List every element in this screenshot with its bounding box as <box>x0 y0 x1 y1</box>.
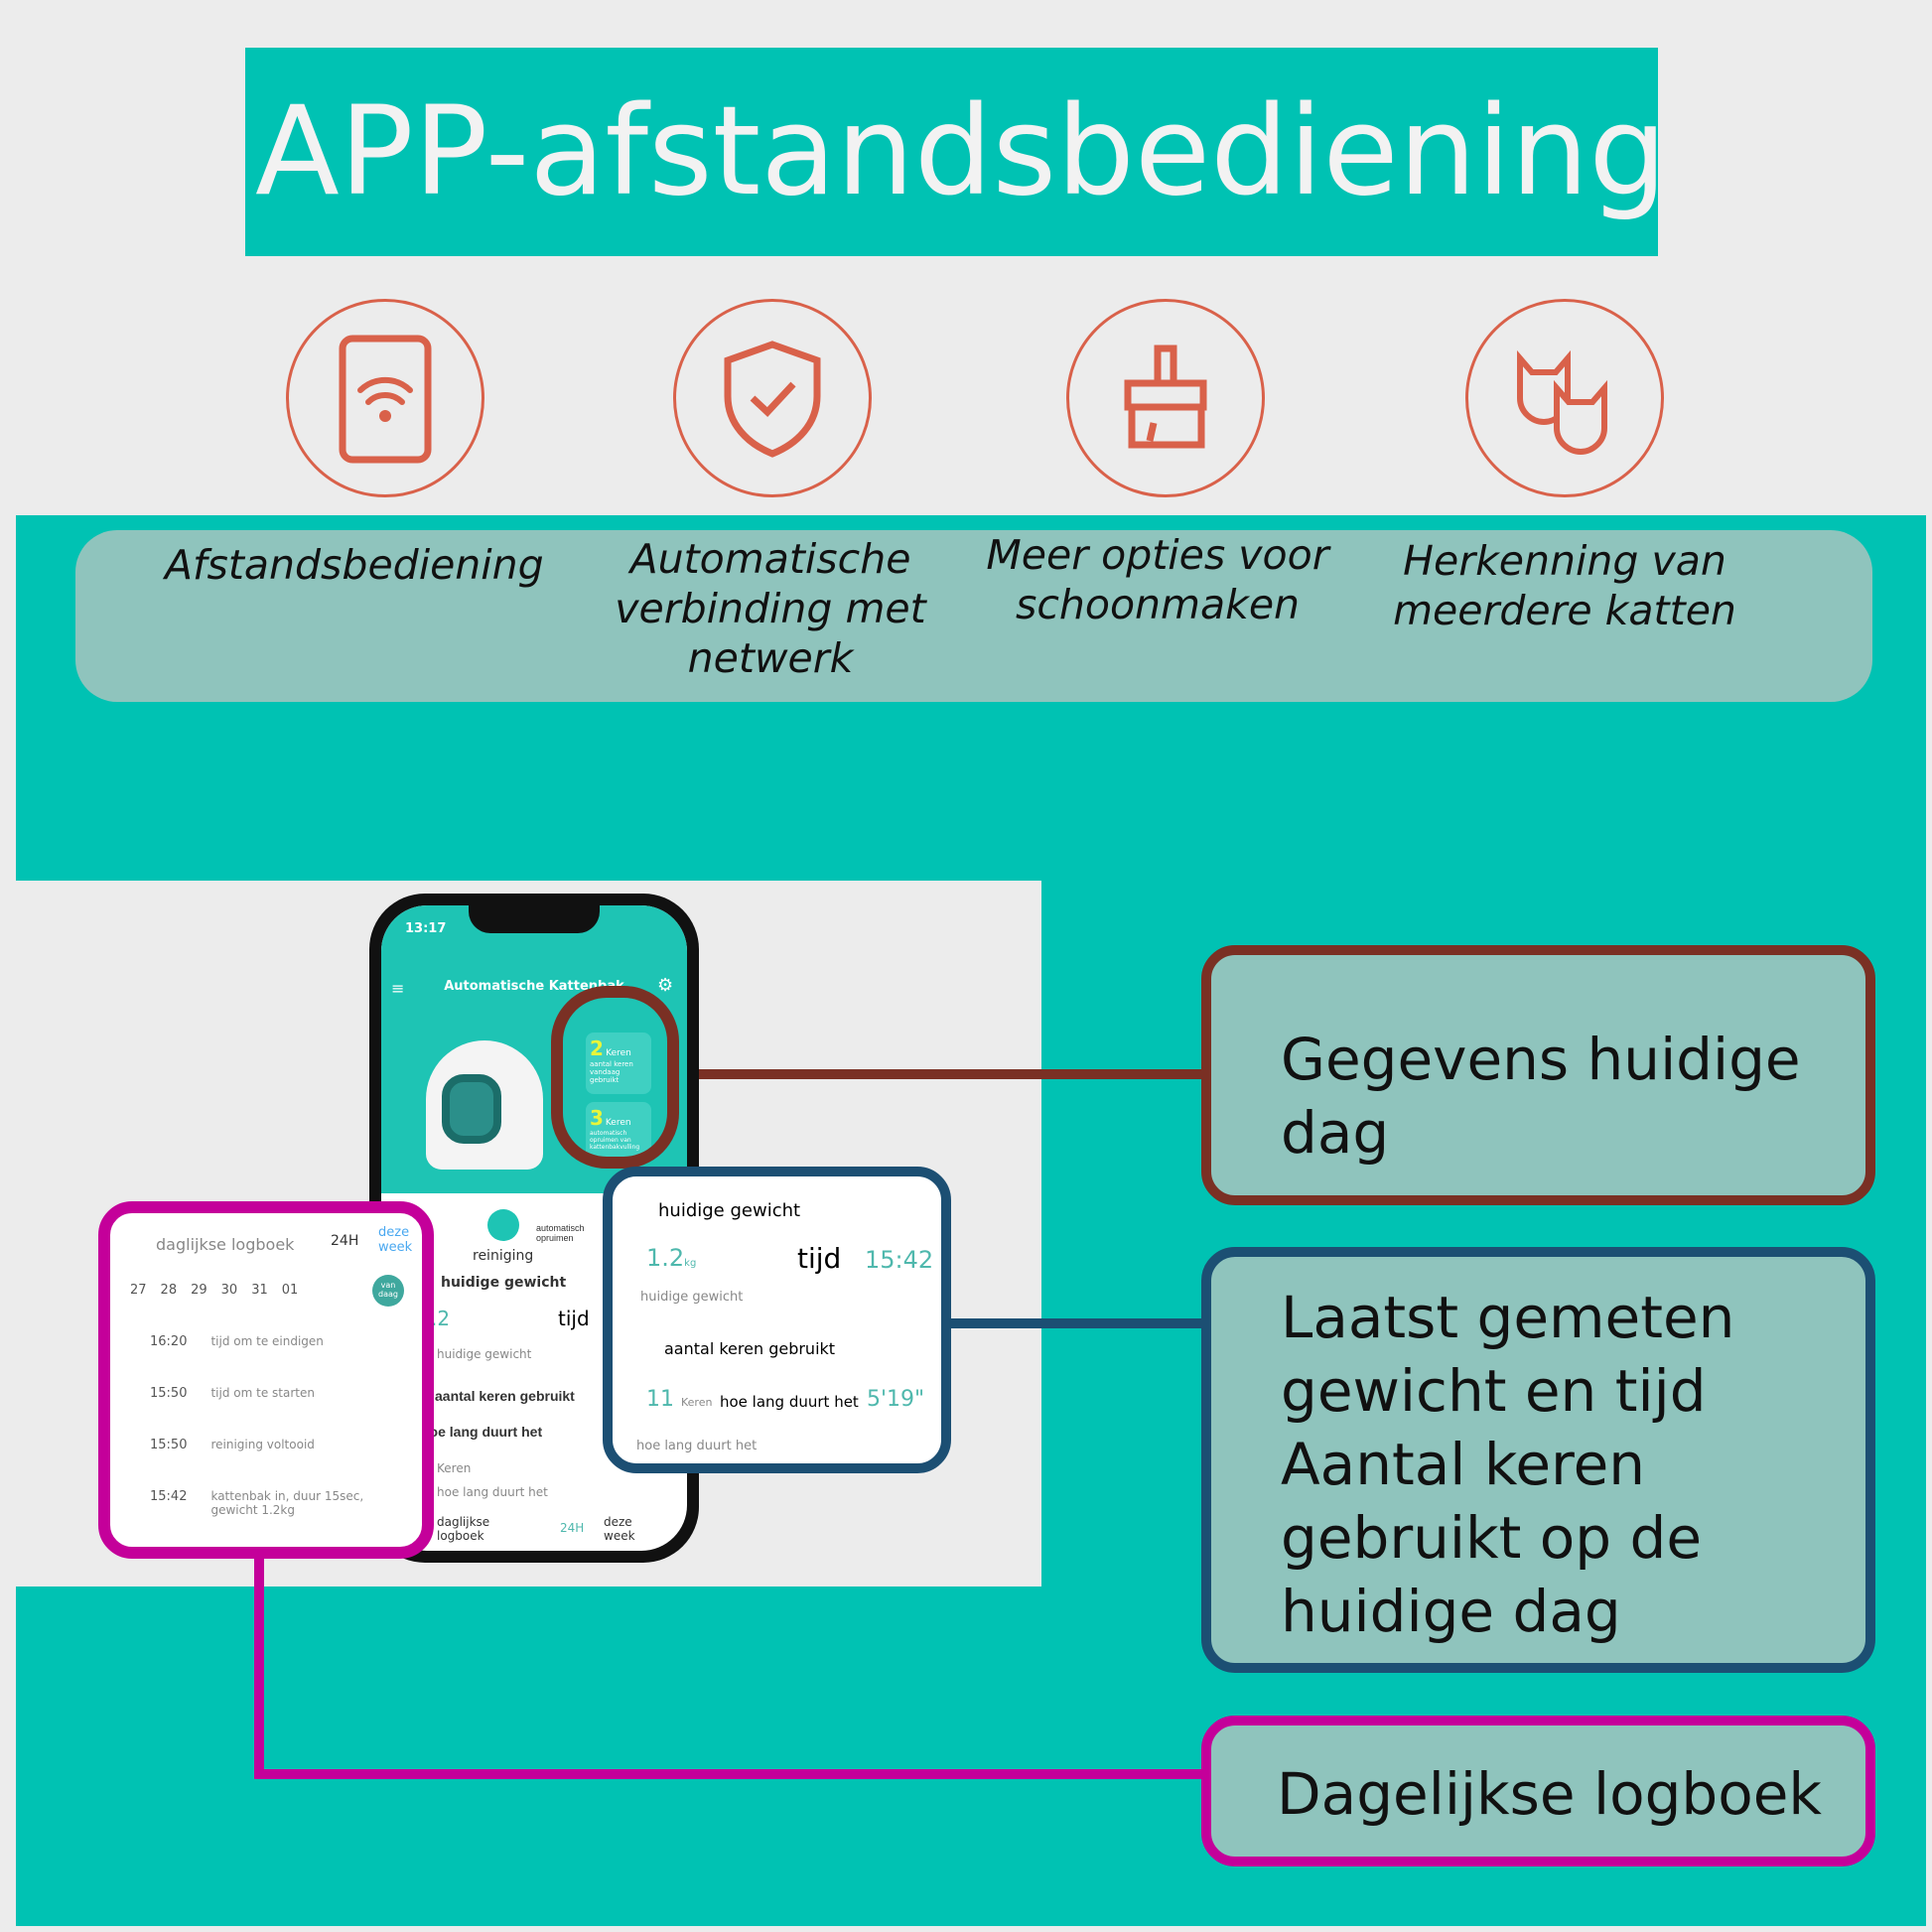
connector-line <box>695 1069 1203 1079</box>
broom-icon <box>1066 299 1265 497</box>
highlight-current-day <box>551 986 679 1169</box>
menu-icon[interactable]: ≡ <box>391 979 405 998</box>
cats-icon <box>1465 299 1664 497</box>
feature-labels-bar: Afstandsbediening Automatische verbindin… <box>75 530 1872 702</box>
tab-opruimen[interactable]: automatisch opruimen <box>536 1223 585 1243</box>
connector-line <box>254 1554 264 1779</box>
callout-current-day: Gegevens huidige dag <box>1201 945 1875 1205</box>
connector-line <box>254 1769 1203 1779</box>
feature-label: Meer opties voor schoonmaken <box>986 531 1329 628</box>
litter-box-image <box>426 1040 543 1170</box>
shield-check-icon <box>673 299 872 497</box>
feature-label: Afstandsbediening <box>165 541 544 589</box>
callout-daily-log: Dagelijkse logboek <box>1201 1716 1875 1866</box>
settings-icon[interactable]: ⚙ <box>657 975 674 996</box>
today-button[interactable]: van daag <box>372 1275 404 1307</box>
connector-line <box>948 1318 1203 1328</box>
app-title: Automatische Kattenbak <box>444 979 624 994</box>
status-time: 13:17 <box>405 921 447 936</box>
feature-label: Herkenning van meerdere katten <box>1393 537 1736 634</box>
page-title: APP-afstandsbediening <box>245 48 1667 256</box>
weight-card: huidige gewicht 1.2kg tijd 15:42 huidige… <box>603 1167 951 1473</box>
feature-label: Automatische verbinding met netwerk <box>615 535 926 682</box>
tab-reiniging[interactable]: reiniging <box>473 1209 533 1264</box>
callout-weight-time: Laatst gemeten gewicht en tijd Aantal ke… <box>1201 1247 1875 1673</box>
wifi-phone-icon <box>286 299 484 497</box>
